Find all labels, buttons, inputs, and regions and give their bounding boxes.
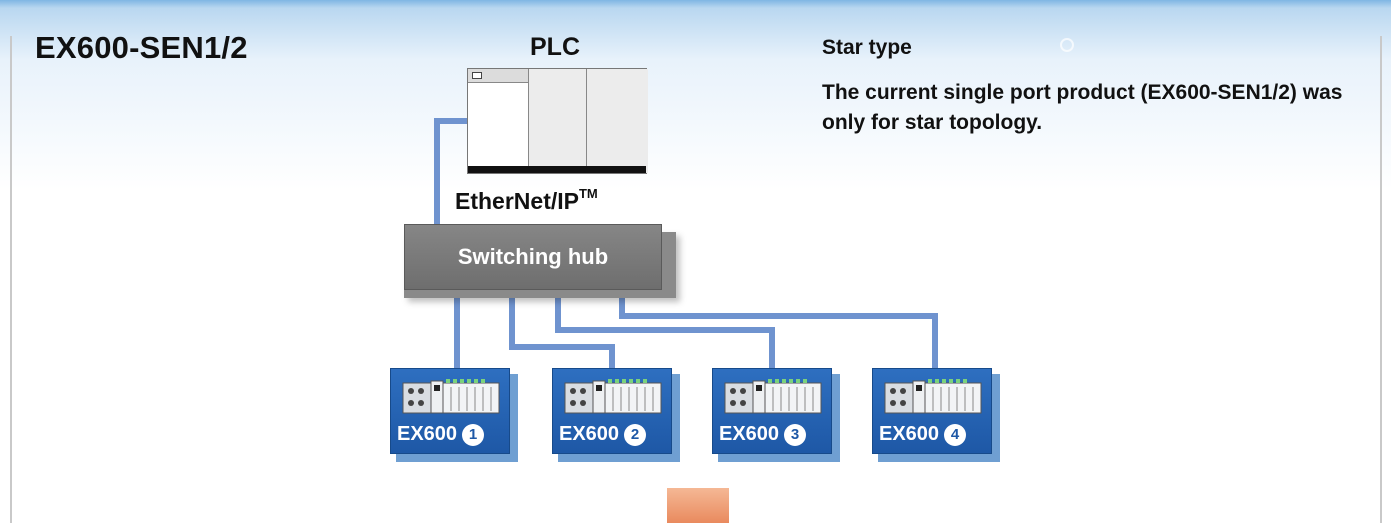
node-number-badge: 1: [462, 423, 485, 446]
cable-hub-to-ex600-4: [619, 296, 938, 370]
ex600-device-icon: [724, 379, 822, 414]
plc-label: PLC: [530, 33, 580, 61]
panel-border-right: [1380, 36, 1382, 523]
node-number-badge: 2: [624, 423, 647, 446]
node-label-group: EX600 3: [719, 423, 807, 446]
trademark-mark: TM: [578, 186, 598, 202]
ex600-device-icon: [884, 379, 982, 414]
ex600-device-icon: [564, 379, 662, 414]
node-face: EX600 2: [552, 368, 672, 454]
node-label: EX600: [559, 423, 620, 445]
node-face: EX600 4: [872, 368, 992, 454]
node-face: EX600 3: [712, 368, 832, 454]
page-title: EX600-SEN1/2: [35, 30, 248, 65]
node-number-badge: 4: [944, 423, 967, 446]
node-label: EX600: [879, 423, 940, 445]
ex600-node-3: EX600 3: [712, 368, 840, 462]
ex600-node-4: EX600 4: [872, 368, 1000, 462]
node-label: EX600: [397, 423, 458, 445]
switching-hub: Switching hub: [404, 224, 662, 290]
plc-bottom-rail: [468, 166, 646, 173]
ex600-device-icon: [402, 379, 500, 414]
ex600-node-1: EX600 1: [390, 368, 518, 462]
cable-plc-to-hub: [434, 118, 470, 226]
node-label-group: EX600 4: [879, 423, 967, 446]
plc-status-led: [472, 72, 482, 79]
plc-module-slot: [586, 69, 648, 173]
star-type-description: The current single port product (EX600-S…: [822, 81, 1343, 134]
cable-hub-to-ex600-3: [555, 296, 775, 370]
node-label-group: EX600 2: [559, 423, 647, 446]
down-arrow-indicator: [667, 488, 729, 523]
panel-border-left: [10, 36, 12, 523]
plc-device: [467, 68, 648, 174]
switching-hub-label: Switching hub: [457, 244, 609, 269]
ethernet-ip-text: EtherNet/IP: [455, 188, 579, 214]
star-type-title: Star type: [822, 36, 912, 59]
node-label: EX600: [719, 423, 780, 445]
decorative-circle: [1060, 38, 1074, 52]
ex600-node-2: EX600 2: [552, 368, 680, 462]
node-number-badge: 3: [784, 423, 807, 446]
ethernet-ip-label: EtherNet/IPTM: [455, 186, 598, 215]
cable-hub-to-ex600-2: [509, 296, 615, 370]
node-label-group: EX600 1: [397, 423, 485, 446]
plc-module-slot: [528, 69, 587, 173]
node-face: EX600 1: [390, 368, 510, 454]
